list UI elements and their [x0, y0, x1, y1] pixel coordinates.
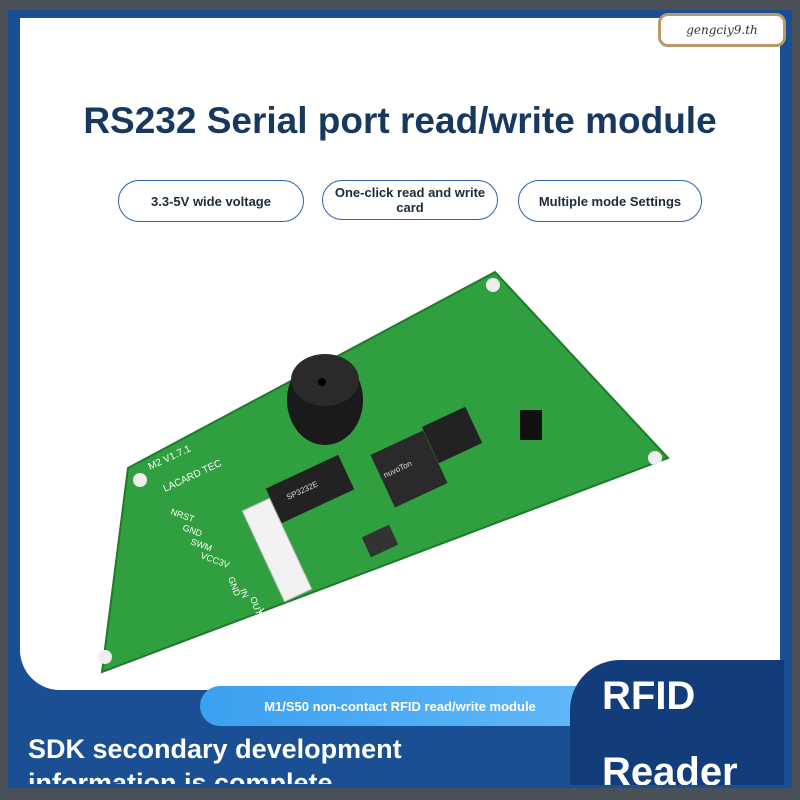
rfid-chip — [421, 406, 483, 464]
rs232-chip — [265, 454, 355, 524]
feature-read-write: One-click read and write card — [322, 180, 498, 220]
rfid-reader-panel: RFID Reader — [570, 660, 784, 785]
feature-modes: Multiple mode Settings — [518, 180, 702, 222]
mount-hole — [133, 473, 147, 487]
module-banner: M1/S50 non-contact RFID read/write modul… — [200, 686, 600, 726]
mount-hole — [648, 451, 662, 465]
feature-voltage: 3.3-5V wide voltage — [118, 180, 304, 222]
jumper — [520, 410, 542, 440]
sdk-text: SDK secondary development information is… — [28, 734, 402, 784]
buzzer-hole — [318, 378, 326, 386]
mcu-chip — [370, 430, 448, 508]
watermark: gengciy9.th — [658, 13, 786, 47]
page-title: RS232 Serial port read/write module — [83, 100, 717, 141]
mount-hole — [486, 278, 500, 292]
reader-label: Reader — [602, 750, 738, 785]
rfid-label: RFID — [602, 674, 696, 718]
mount-hole — [98, 650, 112, 664]
pin-label-vcc5: VCC5 — [256, 607, 274, 633]
regulator — [361, 524, 399, 558]
pin-label-in: IN — [238, 587, 250, 599]
connector-header — [241, 497, 313, 603]
